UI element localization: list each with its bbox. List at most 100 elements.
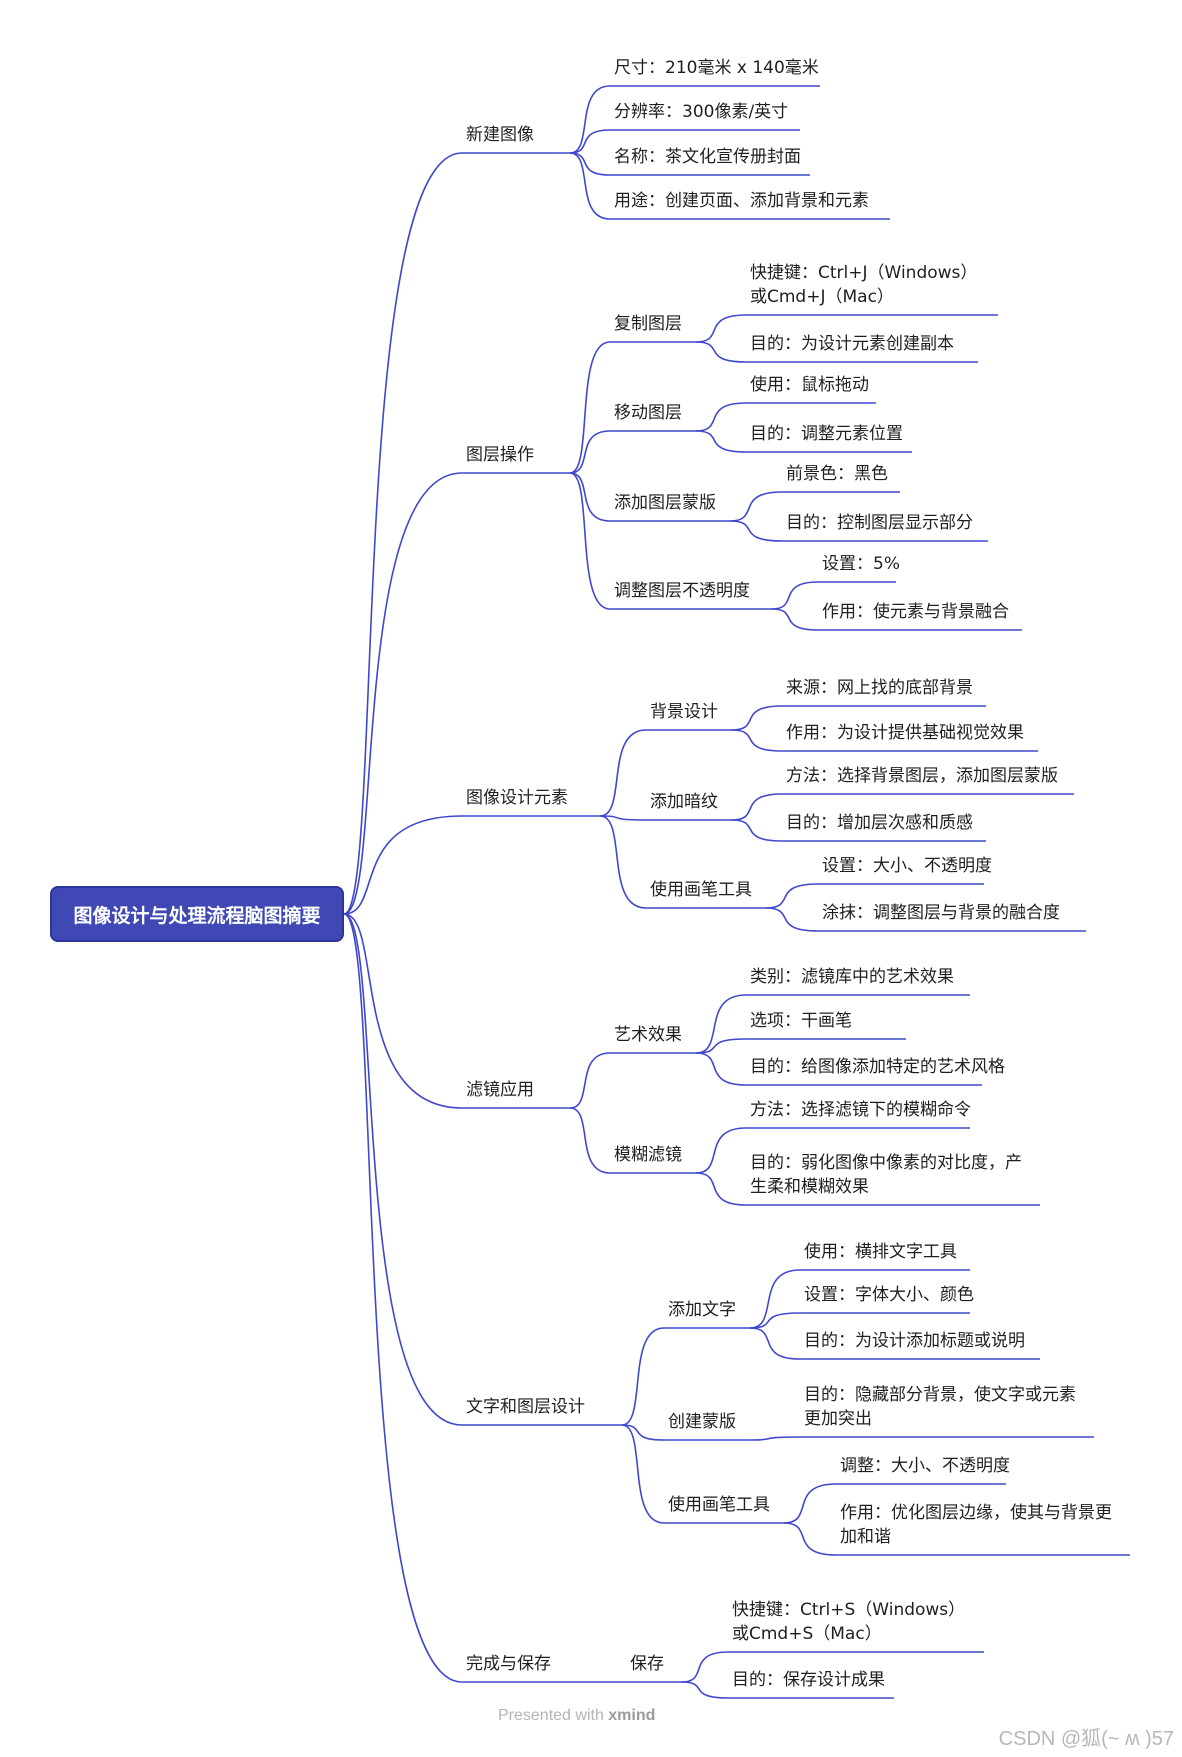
branch-topic[interactable]: 滤镜应用 [466, 1080, 534, 1100]
connector-line [695, 1172, 747, 1206]
connector-line [731, 729, 783, 752]
connector-line [569, 85, 611, 154]
connector-line [695, 341, 747, 363]
detail-item[interactable]: 快捷键：Ctrl+J（Windows）或Cmd+J（Mac） [750, 263, 978, 307]
connector-line [783, 1522, 837, 1556]
connector-line [599, 729, 647, 817]
detail-item[interactable]: 目的：弱化图像中像素的对比度，产生柔和模糊效果 [750, 1153, 1022, 1197]
root-topic[interactable]: 图像设计与处理流程脑图摘要 [50, 886, 344, 942]
sub-topic[interactable]: 添加文字 [668, 1300, 736, 1320]
connector-line [621, 1424, 665, 1524]
connector-line [681, 1651, 729, 1683]
connector-line [569, 129, 611, 154]
detail-item[interactable]: 目的：增加层次感和质感 [786, 813, 973, 833]
sub-topic[interactable]: 创建蒙版 [668, 1412, 736, 1432]
connector-line [783, 1483, 837, 1524]
detail-item[interactable]: 来源：网上找的底部背景 [786, 678, 973, 698]
connector-line [731, 819, 783, 842]
connector-line [569, 430, 611, 474]
connector-line [695, 1127, 747, 1174]
footer-prefix: Presented with [498, 1707, 609, 1724]
detail-item[interactable]: 作用：优化图层边缘，使其与背景更加和谐 [840, 1503, 1112, 1547]
detail-item[interactable]: 方法：选择背景图层，添加图层蒙版 [786, 766, 1058, 786]
sub-topic[interactable]: 添加暗纹 [650, 792, 718, 812]
connector-line [695, 1052, 747, 1086]
detail-item[interactable]: 目的：保存设计成果 [732, 1670, 885, 1690]
detail-item[interactable]: 方法：选择滤镜下的模糊命令 [750, 1100, 971, 1120]
connector-line [343, 913, 463, 1426]
detail-item[interactable]: 名称：茶文化宣传册封面 [614, 147, 801, 167]
connector-line [749, 1327, 801, 1360]
connector-line [695, 994, 747, 1054]
branch-topic[interactable]: 图层操作 [466, 445, 534, 465]
connector-line [731, 705, 783, 731]
detail-item[interactable]: 涂抹：调整图层与背景的融合度 [822, 903, 1060, 923]
connector-line [765, 907, 819, 932]
detail-item[interactable]: 目的：为设计元素创建副本 [750, 334, 954, 354]
detail-item[interactable]: 使用：横排文字工具 [804, 1242, 957, 1262]
connector-line [729, 491, 783, 522]
detail-item[interactable]: 用途：创建页面、添加背景和元素 [614, 191, 869, 211]
detail-item[interactable]: 目的：为设计添加标题或说明 [804, 1331, 1025, 1351]
sub-topic[interactable]: 添加图层蒙版 [614, 493, 716, 513]
branch-topic[interactable]: 图像设计元素 [466, 788, 568, 808]
connector-line [599, 815, 647, 821]
connector-line [343, 913, 463, 1109]
xmind-brand: xmind [608, 1707, 656, 1724]
connector-line [569, 341, 611, 474]
detail-item[interactable]: 选项：干画笔 [750, 1011, 852, 1031]
detail-item[interactable]: 作用：使元素与背景融合 [822, 602, 1009, 622]
connector-line [695, 402, 747, 432]
detail-item[interactable]: 使用：鼠标拖动 [750, 375, 869, 395]
connector-line [749, 1436, 801, 1441]
connector-line [681, 1681, 729, 1699]
sub-topic[interactable]: 使用画笔工具 [650, 880, 752, 900]
connector-line [771, 608, 819, 631]
detail-item[interactable]: 前景色：黑色 [786, 464, 888, 484]
detail-item[interactable]: 目的：调整元素位置 [750, 424, 903, 444]
sub-topic[interactable]: 使用画笔工具 [668, 1495, 770, 1515]
connector-line [343, 152, 463, 915]
connector-line [695, 1038, 747, 1054]
connector-line [765, 883, 819, 909]
sub-topic[interactable]: 调整图层不透明度 [614, 581, 750, 601]
sub-topic[interactable]: 背景设计 [650, 702, 718, 722]
connector-line [569, 152, 611, 176]
branch-topic[interactable]: 文字和图层设计 [466, 1397, 585, 1417]
connector-line [343, 913, 463, 1683]
presented-with-credit: Presented with xmind [498, 1707, 655, 1725]
detail-item[interactable]: 分辨率：300像素/英寸 [614, 102, 789, 122]
sub-topic[interactable]: 复制图层 [614, 314, 682, 334]
sub-topic[interactable]: 保存 [630, 1654, 664, 1674]
sub-topic[interactable]: 移动图层 [614, 403, 682, 423]
branch-topic[interactable]: 完成与保存 [466, 1654, 551, 1674]
connector-line [599, 815, 647, 909]
connector-line [343, 815, 463, 915]
connector-line [569, 1107, 611, 1174]
detail-item[interactable]: 尺寸：210毫米 x 140毫米 [614, 58, 819, 78]
connector-line [731, 793, 783, 821]
connector-line [569, 472, 611, 522]
detail-item[interactable]: 目的：隐藏部分背景，使文字或元素更加突出 [804, 1385, 1076, 1429]
detail-item[interactable]: 作用：为设计提供基础视觉效果 [786, 723, 1024, 743]
csdn-watermark: CSDN @狐(~ ʍ )57 [998, 1728, 1174, 1750]
connector-line [695, 314, 747, 343]
branch-topic[interactable]: 新建图像 [466, 125, 534, 145]
sub-topic[interactable]: 艺术效果 [614, 1025, 682, 1045]
detail-item[interactable]: 快捷键：Ctrl+S（Windows）或Cmd+S（Mac） [732, 1600, 966, 1644]
connector-line [569, 1052, 611, 1109]
connector-line [749, 1312, 801, 1329]
connector-line [569, 472, 611, 610]
sub-topic[interactable]: 模糊滤镜 [614, 1145, 682, 1165]
detail-item[interactable]: 设置：5% [822, 554, 900, 574]
detail-item[interactable]: 目的：给图像添加特定的艺术风格 [750, 1057, 1005, 1077]
detail-item[interactable]: 目的：控制图层显示部分 [786, 513, 973, 533]
connector-line [621, 1424, 665, 1441]
detail-item[interactable]: 调整：大小、不透明度 [840, 1456, 1010, 1476]
detail-item[interactable]: 类别：滤镜库中的艺术效果 [750, 967, 954, 987]
detail-item[interactable]: 设置：字体大小、颜色 [804, 1285, 974, 1305]
detail-item[interactable]: 设置：大小、不透明度 [822, 856, 992, 876]
connector-line [621, 1327, 665, 1426]
connector-line [749, 1269, 801, 1329]
